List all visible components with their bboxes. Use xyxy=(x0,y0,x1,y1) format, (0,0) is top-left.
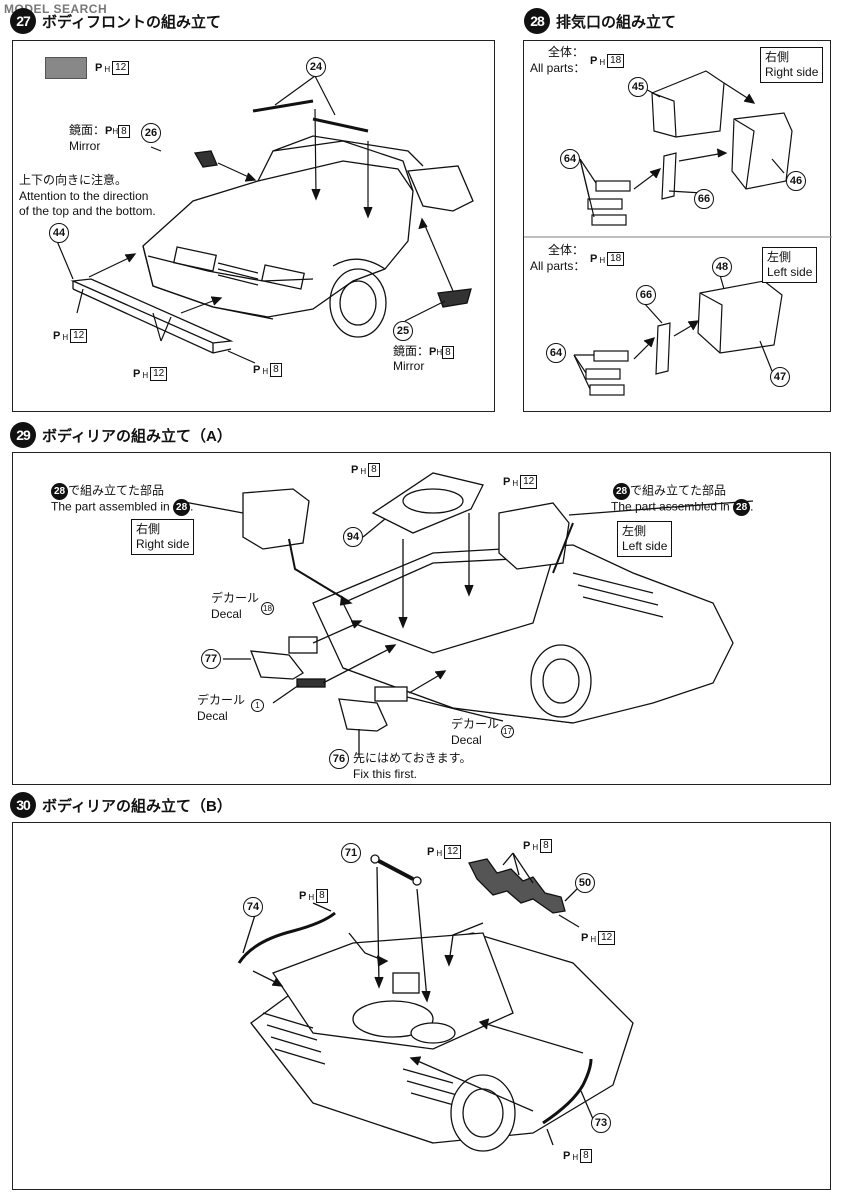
front-body-illustration xyxy=(56,75,474,364)
step-27-header: 27 ボディフロントの組み立て xyxy=(10,8,221,34)
part-44: 44 xyxy=(49,223,69,243)
part-74: 74 xyxy=(243,897,263,917)
part-73: 73 xyxy=(591,1113,611,1133)
step-title: ボディリアの組み立て（A） xyxy=(42,427,232,445)
part-24: 24 xyxy=(306,57,326,77)
part-25: 25 xyxy=(393,321,413,341)
step-29-header: 29 ボディリアの組み立て（A） xyxy=(10,422,232,448)
mirror-left-en: Mirror xyxy=(69,139,101,153)
decal-17-en: Decal xyxy=(451,733,482,747)
note-en-2: of the top and the bottom. xyxy=(19,204,156,218)
part-66-b: 66 xyxy=(636,285,656,305)
part-66: 66 xyxy=(694,189,714,209)
part-64: 64 xyxy=(560,149,580,169)
assembled-left-en: The part assembled in 28. xyxy=(611,499,753,516)
fix-first-en: Fix this first. xyxy=(353,767,418,781)
paint-swatch xyxy=(45,57,87,79)
decal-1-en: Decal xyxy=(197,709,228,723)
part-76: 76 xyxy=(329,749,349,769)
decal-1: 1 xyxy=(251,699,264,712)
step-number: 27 xyxy=(10,8,36,34)
step-number: 29 xyxy=(10,422,36,448)
note-en-1: Attention to the direction xyxy=(19,189,149,203)
fix-first-jp: 先にはめておきます。 xyxy=(353,751,472,765)
mirror-right-en: Mirror xyxy=(393,359,425,373)
decal-18-en: Decal xyxy=(211,607,242,621)
part-77: 77 xyxy=(201,649,221,669)
part-45: 45 xyxy=(628,77,648,97)
step-title: 排気口の組み立て xyxy=(556,13,677,31)
step-title: ボディフロントの組み立て xyxy=(42,13,221,31)
rear-body-a-illustration xyxy=(178,472,754,757)
decal-1-jp: デカール xyxy=(197,693,246,707)
exhaust-illustration xyxy=(524,70,832,396)
part-47: 47 xyxy=(770,367,790,387)
part-64-b: 64 xyxy=(546,343,566,363)
all-parts-jp: 全体： xyxy=(548,45,585,59)
all-parts-jp-2: 全体： xyxy=(548,243,585,257)
part-71: 71 xyxy=(341,843,361,863)
step-title: ボディリアの組み立て（B） xyxy=(42,797,232,815)
decal-17-jp: デカール xyxy=(451,717,500,731)
all-parts-en-2: All parts： xyxy=(530,259,586,273)
decal-17: 17 xyxy=(501,725,514,738)
step-number: 28 xyxy=(524,8,550,34)
step-number: 30 xyxy=(10,792,36,818)
part-26: 26 xyxy=(141,123,161,143)
decal-18: 18 xyxy=(261,602,274,615)
part-48: 48 xyxy=(712,257,732,277)
decal-18-jp: デカール xyxy=(211,591,260,605)
step-30-header: 30 ボディリアの組み立て（B） xyxy=(10,792,232,818)
part-94: 94 xyxy=(343,527,363,547)
note-jp: 上下の向きに注意。 xyxy=(19,173,128,187)
rear-body-b-illustration xyxy=(237,852,634,1152)
part-46: 46 xyxy=(786,171,806,191)
step-28-header: 28 排気口の組み立て xyxy=(524,8,676,34)
part-50: 50 xyxy=(575,873,595,893)
assembled-right-en: The part assembled in 28. xyxy=(51,499,193,516)
all-parts-en: All parts： xyxy=(530,61,586,75)
